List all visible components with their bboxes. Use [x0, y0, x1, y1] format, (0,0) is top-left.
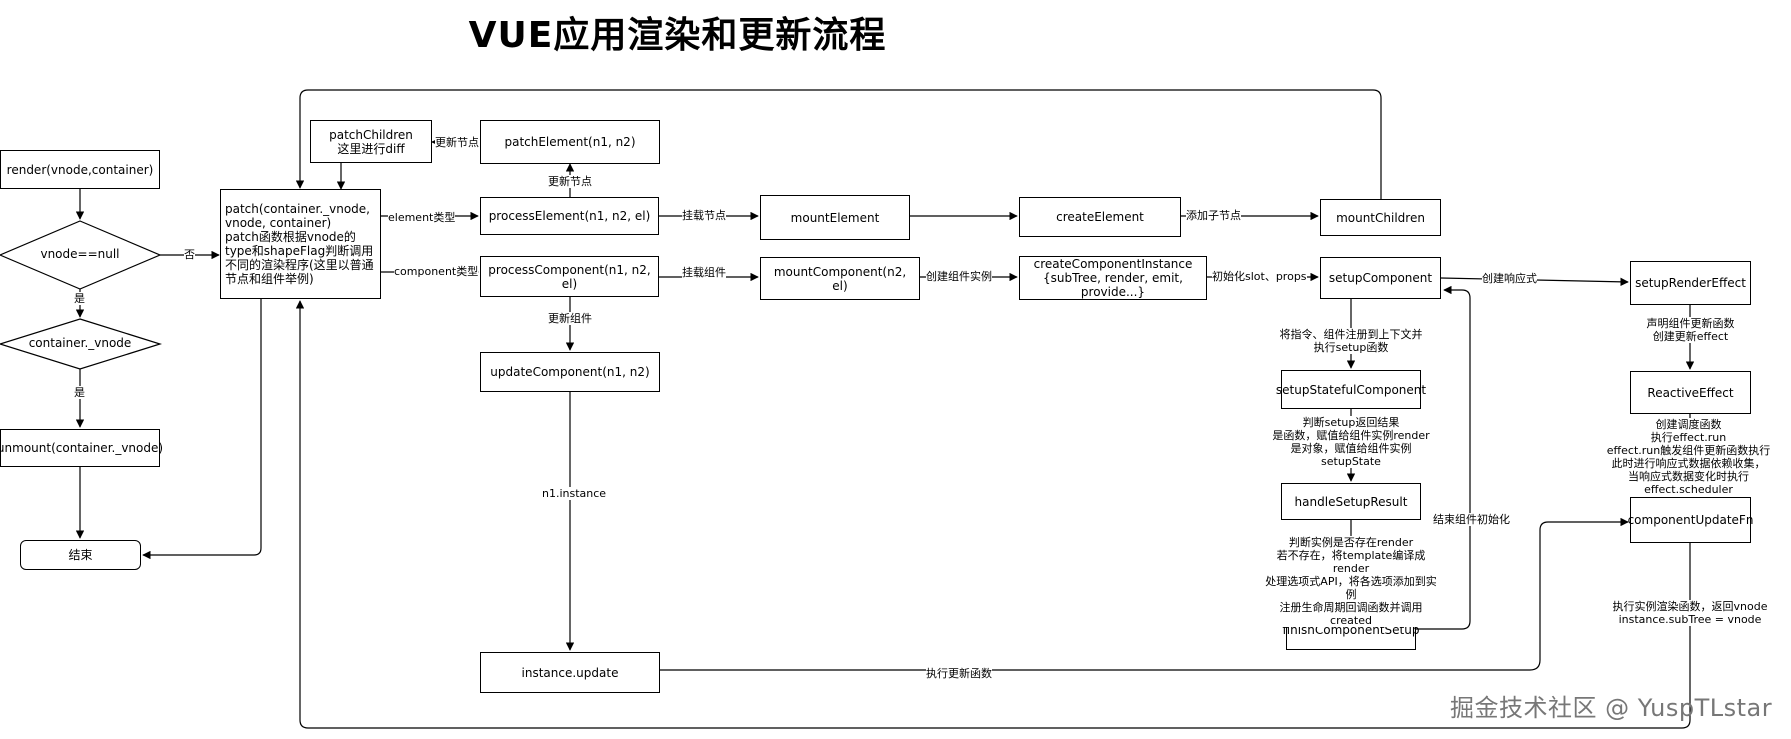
patch-element-node: patchElement(n1, n2) [480, 120, 660, 164]
edge-label-end-init: 结束组件初始化 [1433, 513, 1510, 526]
edge-label-register-directives: 将指令、组件注册到上下文并 执行setup函数 [1271, 328, 1431, 354]
decision-container-vnode-label: container._vnode [28, 336, 132, 350]
edge-label-exec-update: 执行更新函数 [926, 667, 992, 680]
edge-label-exec-render: 执行实例渲染函数，返回vnode instance.subTree = vnod… [1600, 600, 1780, 626]
edge-label-create-scheduler: 创建调度函数 执行effect.run effect.run触发组件更新函数执行… [1586, 418, 1791, 496]
process-component-node: processComponent(n1, n2, el) [480, 256, 659, 297]
edge-label-element-type: element类型 [388, 211, 456, 224]
edge-label-update-node-up: 更新节点 [548, 175, 592, 188]
edge-label-yes-1: 是 [74, 292, 85, 305]
setup-component-node: setupComponent [1320, 257, 1441, 299]
render-node: render(vnode,container) [0, 150, 160, 189]
edge-label-mount-component: 挂载组件 [682, 266, 726, 279]
process-element-node: processElement(n1, n2, el) [480, 197, 659, 235]
handle-setup-result-node: handleSetupResult [1281, 483, 1421, 520]
edge-label-declare-update: 声明组件更新函数 创建更新effect [1630, 317, 1751, 343]
edge-label-create-instance: 创建组件实例 [926, 270, 992, 283]
edge-label-yes-2: 是 [74, 386, 85, 399]
edge-label-component-type: component类型 [394, 265, 479, 278]
edge-label-create-reactive: 创建响应式 [1482, 272, 1537, 285]
edge-label-init-slot-props: 初始化slot、props [1212, 270, 1307, 283]
watermark: 掘金技术社区 @ YuspTLstar [1450, 694, 1773, 722]
create-element-node: createElement [1019, 197, 1181, 237]
edge-label-no: 否 [184, 248, 195, 261]
edge-label-judge-render: 判断实例是否存在render 若不存在，将template编译成render 处… [1261, 536, 1441, 627]
mount-element-node: mountElement [760, 195, 910, 240]
reactive-effect-node: ReactiveEffect [1630, 371, 1751, 414]
end-node: 结束 [20, 540, 141, 570]
diagram-title: VUE应用渲染和更新流程 [468, 15, 887, 56]
edge-label-add-child: 添加子节点 [1186, 209, 1241, 222]
edge-label-judge-setup: 判断setup返回结果 是函数，赋值给组件实例render 是对象，赋值给组件实… [1261, 416, 1441, 468]
decision-vnode-null-label: vnode==null [40, 247, 120, 261]
mount-children-node: mountChildren [1320, 199, 1441, 236]
setup-stateful-component-node: setupStatefulComponent [1276, 370, 1426, 409]
edge-label-update-node-left: 更新节点 [435, 136, 479, 149]
setup-render-effect-node: setupRenderEffect [1630, 261, 1751, 305]
create-component-instance-node: createComponentInstance {subTree, render… [1019, 256, 1207, 300]
edge-label-update-component: 更新组件 [548, 312, 592, 325]
patch-children-node: patchChildren 这里进行diff [310, 120, 432, 163]
component-update-fn-node: componentUpdateFn [1628, 497, 1753, 543]
edge-label-mount-node: 挂载节点 [682, 209, 726, 222]
instance-update-node: instance.update [480, 652, 660, 693]
unmount-node: unmount(container._vnode) [0, 429, 163, 467]
edge-label-n1-instance: n1.instance [542, 487, 607, 500]
update-component-node: updateComponent(n1, n2) [480, 352, 660, 392]
mount-component-node: mountComponent(n2, el) [760, 257, 920, 300]
patch-node: patch(container._vnode, vnode, container… [220, 189, 381, 299]
